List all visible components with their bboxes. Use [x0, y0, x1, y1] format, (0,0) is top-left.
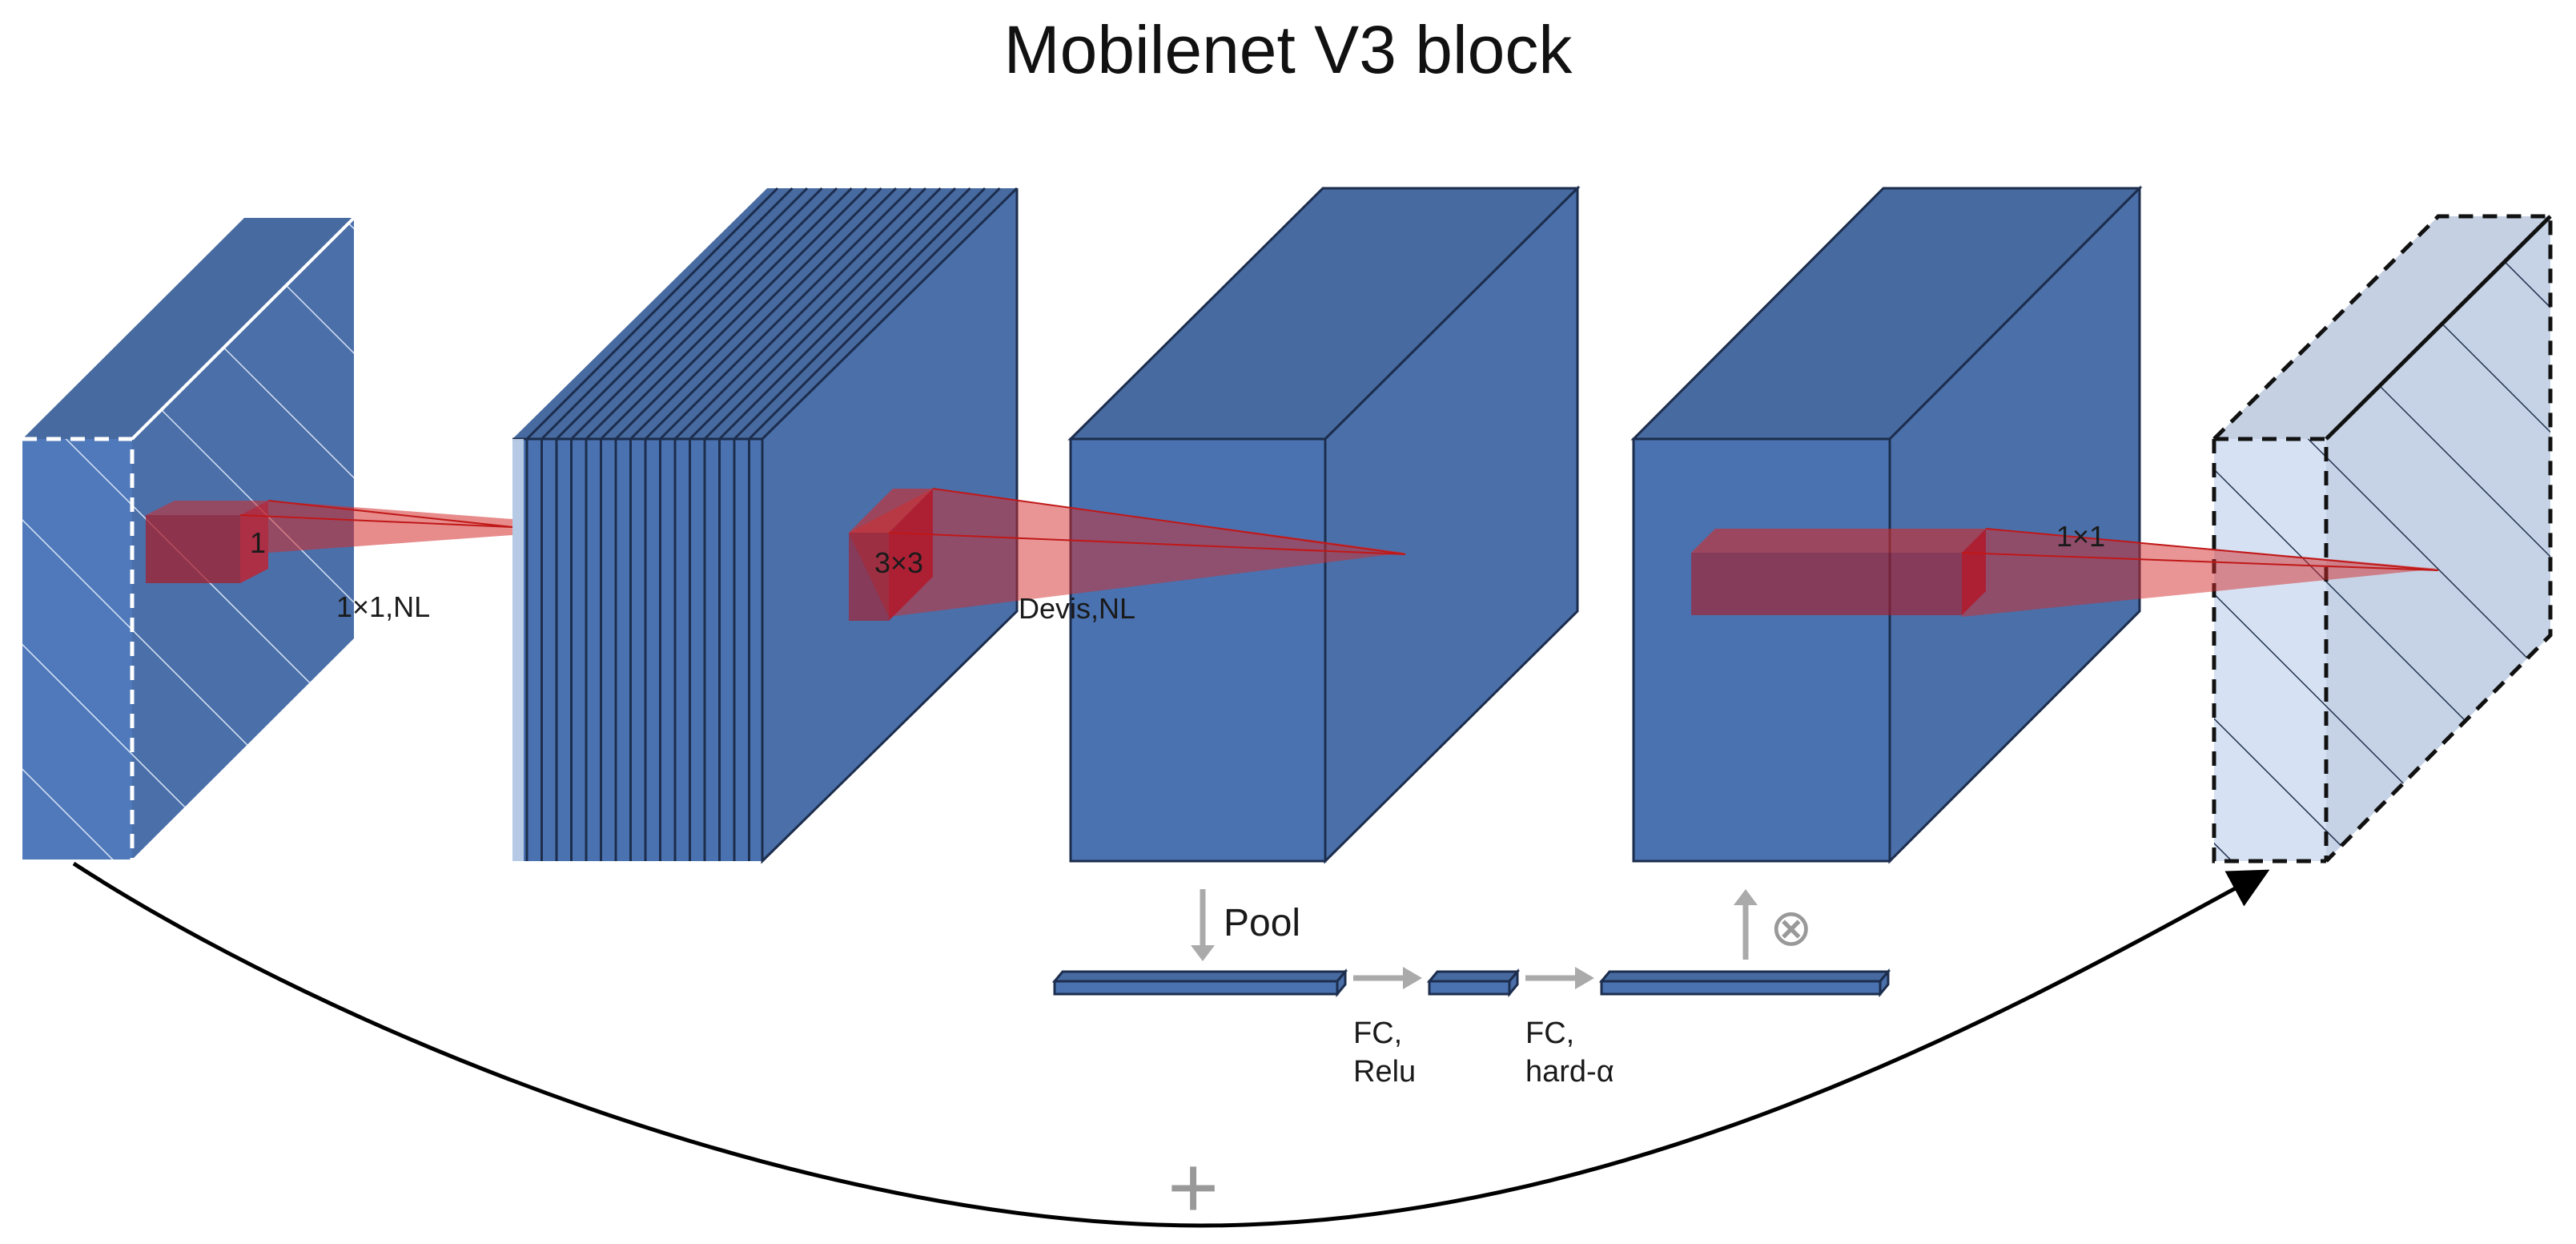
expansion-feature-map	[512, 187, 1019, 864]
expansion-slice-edge	[541, 187, 794, 441]
expansion-slice-edge	[703, 187, 957, 441]
expansion-slice-edge	[629, 187, 882, 441]
expansion-slice-edge	[600, 187, 853, 441]
se-branch: Pool ⊗ FC,	[1051, 889, 1891, 1089]
pool-label: Pool	[1224, 902, 1300, 944]
diagram-title: Mobilenet V3 block	[1003, 12, 1573, 87]
depthwise-3x3-kernel	[849, 488, 1406, 621]
multiply-icon: ⊗	[1770, 899, 1813, 956]
expansion-slice-edge	[689, 187, 942, 441]
depthwise-feature-map	[1067, 185, 1581, 864]
conv1-kernel-label: 1	[250, 526, 266, 559]
expansion-slice-edge	[644, 187, 898, 441]
expansion-slice-edge	[718, 187, 971, 441]
fc1-label: FC, Relu	[1353, 1017, 1416, 1089]
depthwise-kernel-label: 3×3	[874, 546, 923, 579]
expansion-slice-edge	[525, 187, 779, 441]
fc2-label-line1: FC,	[1525, 1017, 1574, 1050]
fc2-label-line2: hard-α	[1525, 1055, 1614, 1089]
add-icon: +	[1167, 1138, 1219, 1237]
fc2-label: FC, hard-α	[1525, 1017, 1614, 1089]
fc1-label-line2: Relu	[1353, 1055, 1416, 1089]
expansion-slice-edge	[614, 187, 868, 441]
expansion-slice-edge	[659, 187, 912, 441]
projection-kernel-label: 1×1	[2056, 520, 2105, 553]
projection-1x1-kernel	[1691, 528, 2439, 617]
expansion-slice-edge	[585, 187, 838, 441]
expansion-slice-edge	[570, 187, 823, 441]
output-feature-map	[2212, 214, 2553, 864]
expansion-slice-edge	[555, 187, 809, 441]
expansion-slice-edge	[733, 187, 987, 441]
expansion-slice-edge	[748, 187, 1001, 441]
residual-connection-arrow	[72, 861, 2270, 1228]
input-top-face	[22, 218, 354, 439]
conv1x1-kernel	[146, 500, 513, 583]
expansion-slice-edge	[673, 187, 927, 441]
depthwise-op-label: Devis,NL	[1019, 592, 1135, 625]
conv1-op-label: 1×1,NL	[336, 590, 430, 623]
se-scaled-feature-map	[1630, 185, 2143, 864]
fc1-label-line1: FC,	[1353, 1017, 1402, 1050]
